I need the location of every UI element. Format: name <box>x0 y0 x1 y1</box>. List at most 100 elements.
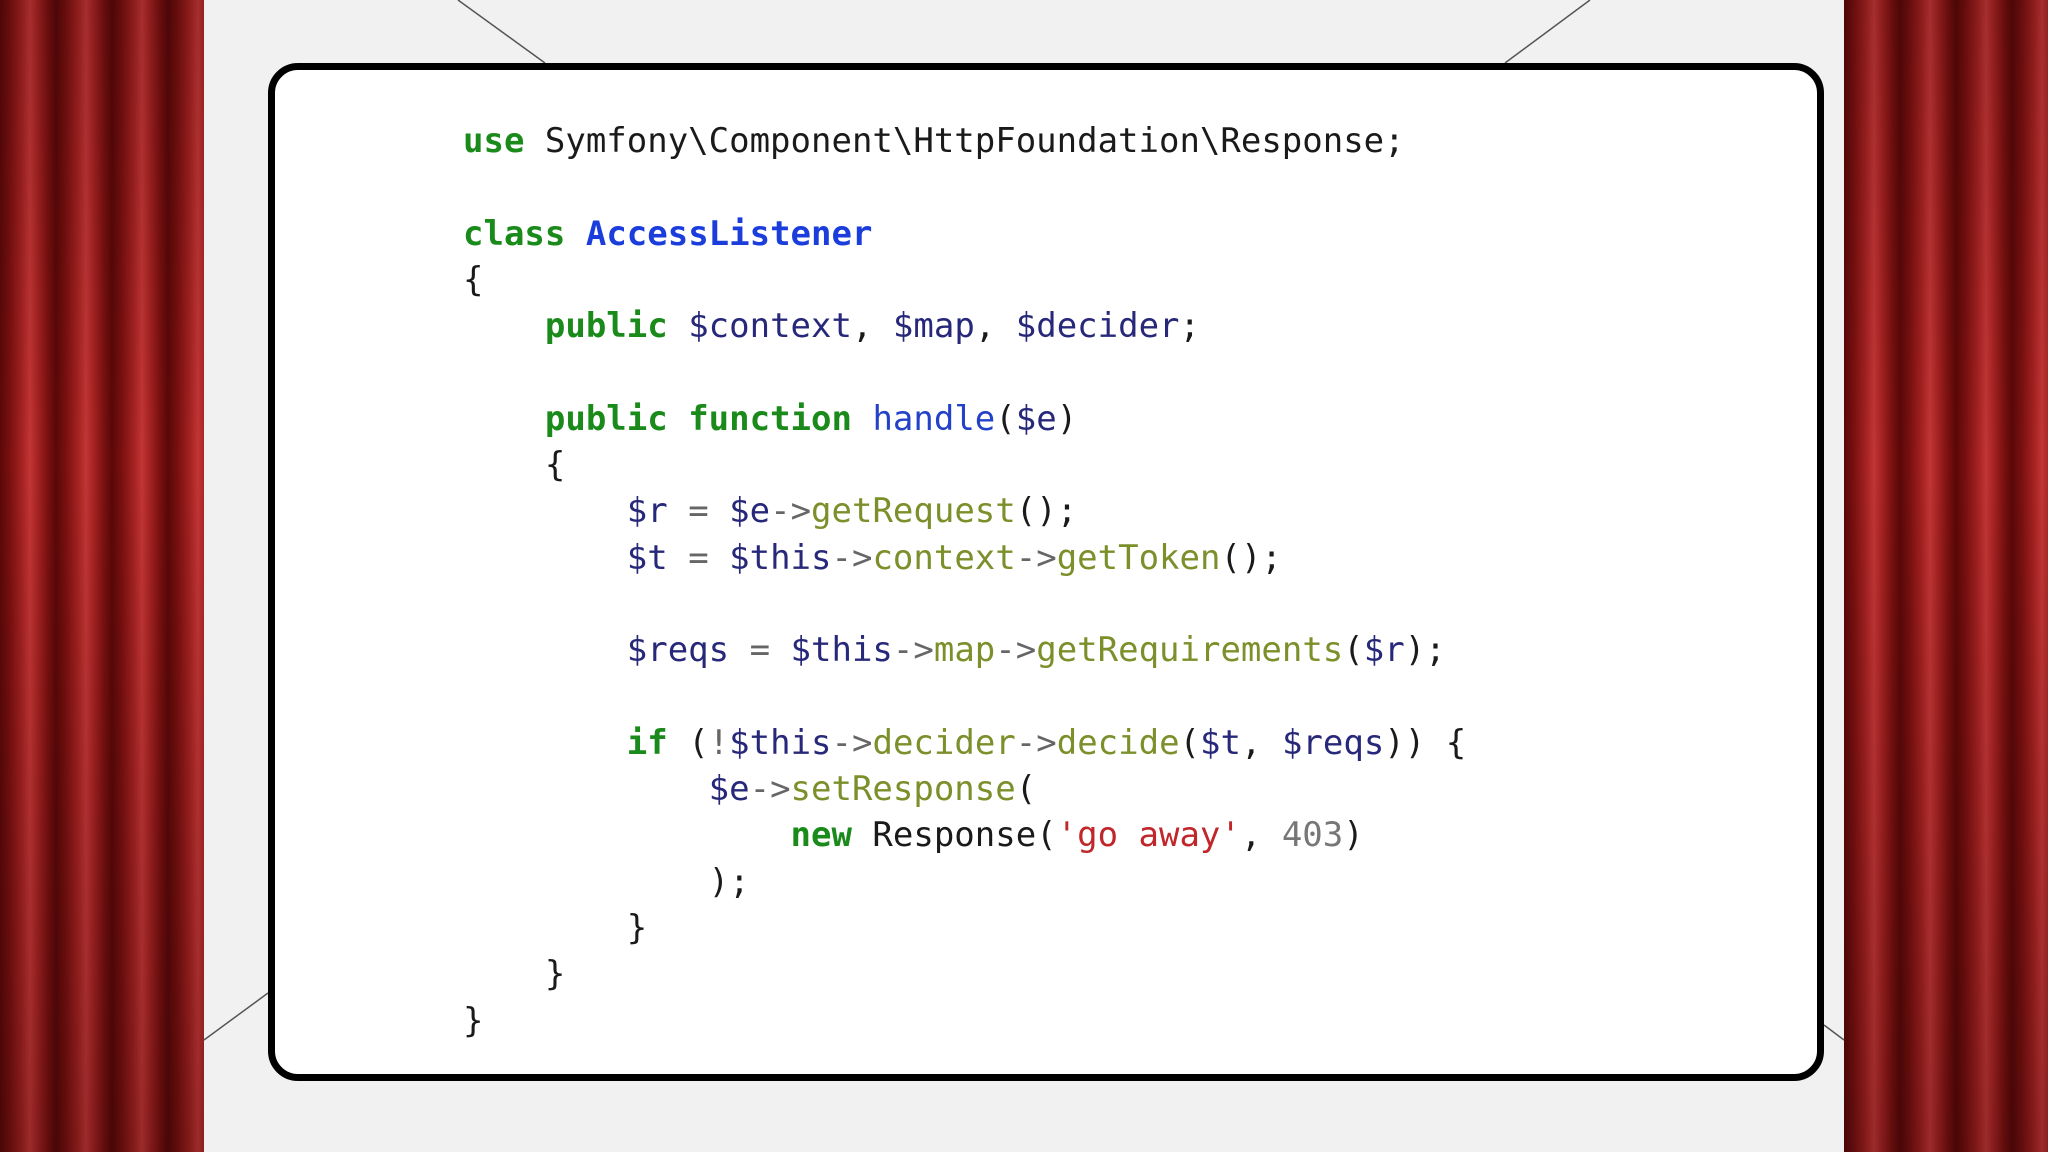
code-token: Response( <box>851 815 1057 856</box>
code-token: 'go away' <box>1056 815 1241 856</box>
code-line: } <box>463 951 1466 997</box>
code-token: setResponse <box>790 769 1016 810</box>
code-line <box>463 349 1466 395</box>
code-token: { <box>463 445 566 486</box>
code-token: getRequest <box>811 491 1016 532</box>
code-token: $e <box>1015 398 1057 439</box>
code-token: decider <box>872 722 1016 763</box>
code-line: if (!$this->decider->decide($t, $reqs)) … <box>463 720 1466 766</box>
code-token: AccessListener <box>585 213 873 254</box>
code-line: { <box>463 442 1466 488</box>
code-token: if <box>626 722 668 763</box>
code-token <box>668 306 688 346</box>
code-token: new <box>790 815 852 856</box>
code-token: , <box>851 306 893 347</box>
code-token: $t <box>1200 722 1241 763</box>
code-token: ; <box>1179 306 1201 347</box>
code-token: -> <box>1015 537 1057 578</box>
code-token: $r <box>626 491 668 532</box>
code-token <box>463 306 545 346</box>
code-line <box>463 581 1466 627</box>
code-line: $e->setResponse( <box>463 766 1466 812</box>
code-token: , <box>974 306 1016 347</box>
code-token: ! <box>708 722 730 763</box>
code-token: $decider <box>1015 306 1180 347</box>
code-token: context <box>872 537 1016 578</box>
code-token: map <box>933 630 996 671</box>
code-token <box>463 538 627 578</box>
code-token <box>463 630 627 670</box>
code-token: -> <box>831 537 873 578</box>
code-token: getToken <box>1056 537 1221 578</box>
code-token: ); <box>463 861 750 902</box>
code-token: $this <box>729 722 832 763</box>
code-token: getRequirements <box>1036 630 1344 671</box>
code-token: $t <box>626 537 668 578</box>
code-line: new Response('go away', 403) <box>463 812 1466 858</box>
code-token: class <box>463 213 566 254</box>
code-token: public <box>544 306 668 347</box>
code-token: handle <box>872 398 996 439</box>
code-token: $e <box>708 769 750 810</box>
code-line: } <box>463 905 1466 951</box>
code-token: $reqs <box>1281 722 1385 763</box>
code-token <box>463 399 545 439</box>
code-token <box>463 815 791 855</box>
code-line: class AccessListener <box>463 211 1466 257</box>
code-token: ( <box>1343 630 1364 671</box>
code-line: public $context, $map, $decider; <box>463 303 1466 349</box>
code-line: public function handle($e) <box>463 396 1466 442</box>
code-token <box>565 214 585 254</box>
code-token: Symfony\Component\HttpFoundation\Respons… <box>524 121 1405 161</box>
code-token <box>463 769 709 809</box>
code-token: $reqs <box>626 630 730 671</box>
code-token: ( <box>1015 769 1037 810</box>
code-token <box>668 399 688 439</box>
code-token: ) <box>1343 815 1364 856</box>
code-token: -> <box>831 722 873 763</box>
code-token: = <box>667 537 730 578</box>
code-token <box>463 491 627 531</box>
code-token: public <box>544 398 668 439</box>
code-token: function <box>688 398 852 439</box>
code-token: ( <box>995 398 1016 439</box>
code-token: -> <box>995 630 1037 671</box>
code-token: { <box>463 259 484 300</box>
code-line <box>463 674 1466 720</box>
code-token: $this <box>729 537 832 578</box>
code-token: } <box>463 1000 484 1041</box>
code-token: )) { <box>1384 722 1467 763</box>
code-line: $r = $e->getRequest(); <box>463 488 1466 534</box>
code-token: ( <box>667 722 709 763</box>
code-token: , <box>1240 722 1282 763</box>
code-token: -> <box>1015 722 1057 763</box>
code-line <box>463 164 1466 210</box>
code-token <box>463 723 627 763</box>
code-token: use <box>463 121 525 161</box>
code-token: $map <box>892 306 975 347</box>
code-token: decide <box>1056 722 1180 763</box>
code-token: -> <box>770 491 812 532</box>
code-token: (); <box>1015 491 1078 532</box>
code-token <box>852 399 872 439</box>
curtain-left <box>0 0 204 1152</box>
code-token: ) <box>1056 398 1078 439</box>
code-line: { <box>463 257 1466 303</box>
code-line: ); <box>463 859 1466 905</box>
code-token: -> <box>749 769 791 810</box>
code-token: $context <box>688 306 852 347</box>
code-token: (); <box>1220 537 1282 578</box>
code-token: $r <box>1363 630 1405 671</box>
code-block: use Symfony\Component\HttpFoundation\Res… <box>463 118 1466 1044</box>
code-token: -> <box>892 630 934 671</box>
code-token: = <box>667 491 730 532</box>
code-line: $t = $this->context->getToken(); <box>463 535 1466 581</box>
code-token: , <box>1240 815 1282 856</box>
code-token: 403 <box>1281 815 1344 856</box>
code-line: } <box>463 998 1466 1044</box>
code-token: } <box>463 908 648 949</box>
code-line: $reqs = $this->map->getRequirements($r); <box>463 627 1466 673</box>
code-token: $e <box>729 491 771 532</box>
